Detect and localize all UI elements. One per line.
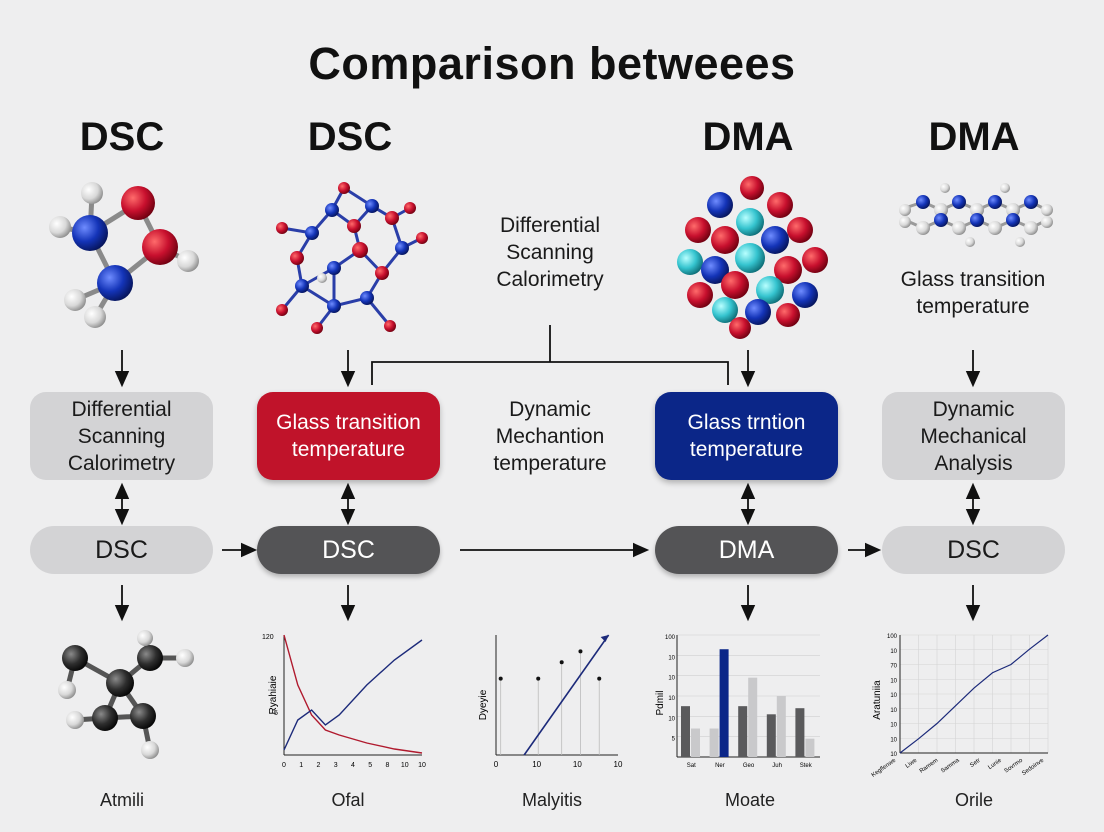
y-tick-label: 10: [668, 716, 675, 722]
y-tick-label: 120: [262, 634, 274, 641]
chart-1: Ryahiaie 120 5 0 1 2 3 4 5 8 10 10: [262, 634, 426, 769]
y-tick-label: 100: [887, 634, 898, 640]
bar-Stek-2: [805, 738, 815, 757]
x-tick-label: 10: [532, 760, 541, 769]
y-tick-label: 10: [668, 676, 675, 682]
x-tick-label: 10: [573, 760, 582, 769]
pill-dma: DMA: [655, 526, 838, 574]
bottom-label-1: Atmili: [100, 790, 144, 810]
box-dynamic-mechanical-analysis: Dynamic Mechanical Analysis: [882, 392, 1065, 480]
scatter-point-4: [578, 649, 583, 654]
x-tick-label: 0: [494, 760, 499, 769]
bottom-label-5: Orile: [954, 790, 993, 810]
bar-Ner-3: [719, 649, 729, 757]
scatter-point-2: [536, 676, 541, 681]
bar-Juh-1: [766, 714, 776, 757]
scatter-point-1: [498, 676, 503, 681]
y-tick-label: 100: [665, 635, 676, 641]
box-differential-scanning-calorimetry: Differential Scanning Calorimetry: [30, 392, 213, 480]
bottom-label-3: Malyitis: [521, 790, 582, 810]
trend-arrowhead: [600, 635, 609, 642]
chart-2: Dyeyie 0 10 10 10: [478, 634, 623, 769]
y-tick-label: 5: [274, 710, 278, 717]
col-head-3: DMA: [702, 115, 794, 159]
y-tick-label: 10: [890, 678, 897, 684]
molecule-1-image: [49, 182, 199, 328]
scatter-point-3: [559, 660, 564, 665]
y-tick-label: 10: [668, 696, 675, 702]
box-glass-transition-red: Glass transition temperature: [257, 392, 440, 480]
y-tick-label: 10: [890, 693, 897, 699]
x-tick-label: 5: [368, 762, 372, 769]
label-dynamic-mechantion: Dynamic Mechantion temperature: [493, 398, 607, 475]
y-label: Aratuniia: [872, 680, 883, 720]
x-tick-label: Stek: [800, 763, 813, 769]
molecule-5-image: [58, 630, 194, 759]
x-tick-label: Geo: [743, 763, 755, 769]
pill-dsc-3: DSC: [882, 526, 1065, 574]
y-tick-label: 10: [668, 655, 675, 661]
y-label: Pdmil: [655, 690, 666, 715]
x-tick-label: Kegflenwe: [871, 757, 898, 778]
bar-Stek-1: [795, 708, 805, 757]
y-tick-label: 10: [890, 723, 897, 729]
center-label: Differential Scanning Calorimetry: [496, 214, 604, 291]
bar-Juh-2: [776, 696, 786, 757]
col-head-2: DSC: [307, 115, 393, 159]
y-tick-label: 70: [890, 664, 897, 670]
page-title: Comparison betweees: [308, 38, 796, 89]
pill-dsc-1: DSC: [30, 526, 213, 574]
molecule-2-image: [276, 182, 428, 334]
x-tick-label: Setr: [969, 758, 981, 769]
x-tick-label: 8: [386, 762, 390, 769]
bottom-label-4: Moate: [724, 790, 776, 810]
y-label: Ryahiaie: [268, 675, 279, 714]
bar-Geo-2: [748, 677, 758, 757]
x-tick-label: 10: [401, 762, 409, 769]
x-tick-label: 3: [334, 762, 338, 769]
x-tick-label: Sat: [687, 763, 696, 769]
molecule-3-image: [677, 176, 828, 339]
series-line-1: [899, 634, 1049, 754]
bar-Sat-2: [691, 728, 700, 757]
series-line-2: [283, 639, 423, 751]
x-tick-label: Samma: [940, 757, 961, 774]
trend-line: [523, 634, 610, 756]
x-tick-label: Juh: [772, 763, 782, 769]
col-head-4: DMA: [928, 115, 1020, 159]
y-tick-label: 10: [890, 737, 897, 743]
x-tick-label: 2: [317, 762, 321, 769]
x-tick-label: 0: [282, 762, 286, 769]
pill-dsc-2: DSC: [257, 526, 440, 574]
y-label: Dyeyie: [478, 689, 489, 720]
y-tick-label: 10: [890, 649, 897, 655]
x-tick-label: Liwe: [905, 757, 919, 769]
scatter-point-5: [597, 676, 602, 681]
right-label: Glass transition temperature: [900, 268, 1046, 318]
y-tick-label: 10: [890, 708, 897, 714]
x-tick-label: Lunie: [987, 757, 1003, 771]
box-glass-transition-blue: Glass trntion temperature: [655, 392, 838, 480]
x-tick-label: 1: [299, 762, 303, 769]
bar-Geo-1: [738, 706, 748, 757]
y-tick-label: 5: [672, 737, 676, 743]
bar-Sat-1: [681, 706, 690, 757]
x-tick-label: 10: [614, 760, 623, 769]
y-tick-label: 10: [890, 752, 897, 758]
x-tick-label: Ramem: [919, 758, 940, 775]
x-tick-label: 4: [351, 762, 355, 769]
molecule-4-image: [899, 183, 1053, 247]
x-tick-label: Sedoinve: [1021, 757, 1045, 777]
x-tick-label: Ner: [715, 763, 725, 769]
series-line-1: [283, 634, 423, 754]
x-tick-label: 10: [418, 762, 426, 769]
bar-Ner-2: [709, 728, 719, 757]
bottom-label-2: Ofal: [331, 790, 365, 810]
col-head-1: DSC: [79, 115, 165, 159]
